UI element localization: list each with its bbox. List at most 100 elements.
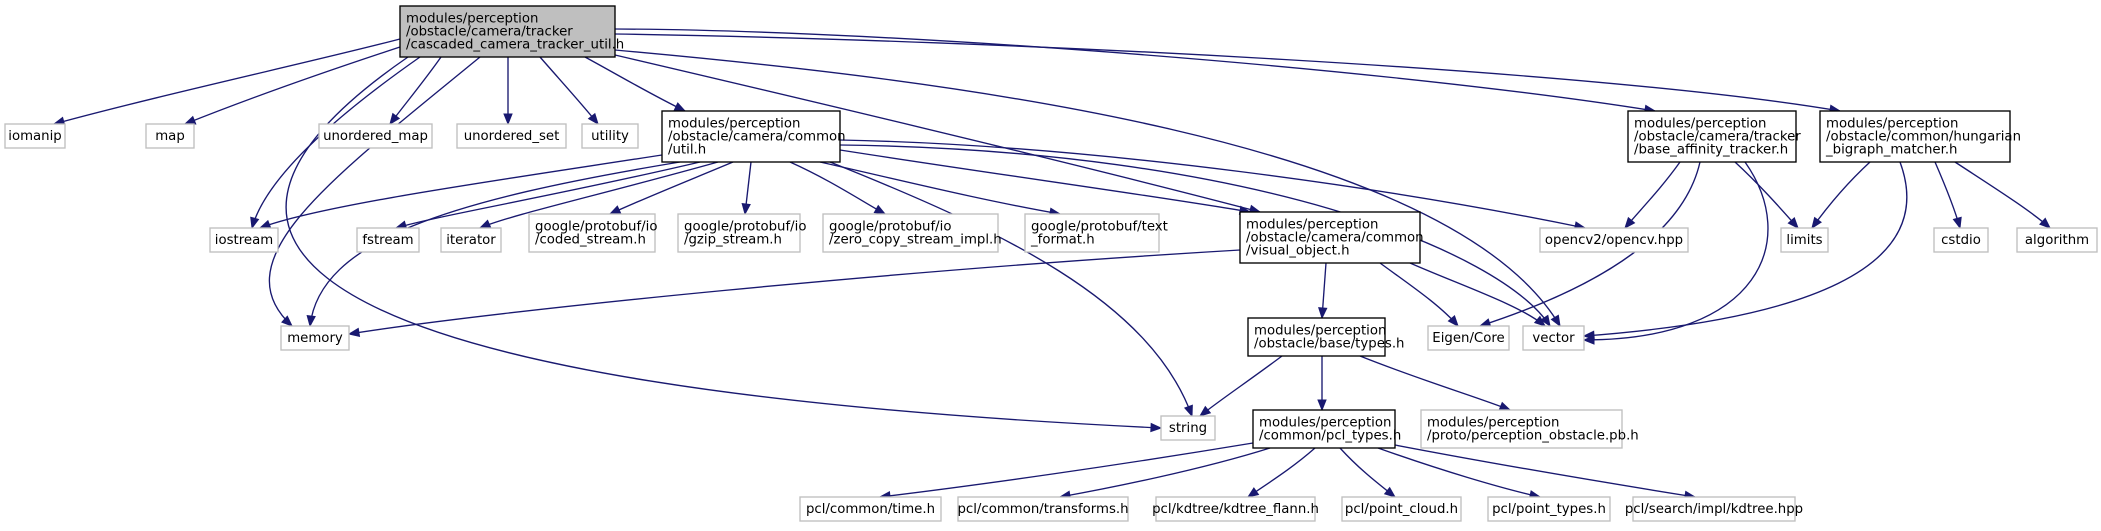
node-coded-stream: google/protobuf/io/coded_stream.h — [528, 213, 657, 253]
edge-line — [285, 56, 1162, 429]
node-box — [1155, 496, 1316, 522]
edge-line — [609, 161, 734, 215]
node-box — [440, 227, 502, 253]
node-box — [1341, 496, 1462, 522]
node-base-affinity-tracker[interactable]: modules/perception/obstacle/camera/track… — [1627, 110, 1801, 163]
node-pcl-types[interactable]: modules/perception/common/pcl_types.h — [1252, 409, 1401, 449]
edge-arrowhead — [1318, 307, 1328, 320]
edge-line — [389, 56, 442, 125]
node-label-line: modules/perception — [668, 117, 800, 132]
edge-line — [839, 144, 1551, 327]
edge-arrowhead — [281, 315, 293, 327]
node-box — [399, 5, 616, 58]
node-label-line: google/protobuf/io — [535, 220, 657, 235]
node-label-line: /cascaded_camera_tracker_util.h — [406, 38, 624, 53]
edge-line — [53, 38, 401, 125]
edge-arrowhead — [1383, 486, 1397, 498]
edge-camera_common_util-to-iterator — [478, 161, 719, 229]
node-label-line: utility — [591, 129, 629, 144]
edge-line — [395, 161, 701, 229]
node-label-line: pcl/point_cloud.h — [1345, 502, 1458, 517]
edge-arrowhead — [1811, 216, 1822, 230]
node-eigen-core: Eigen/Core — [1427, 325, 1510, 351]
edge-camera_common_util-to-gzip_stream — [741, 161, 752, 216]
edge-cascaded_camera_tracker_util-to-utility — [539, 56, 599, 126]
node-label-line: memory — [287, 331, 343, 346]
node-label-line: modules/perception — [1634, 117, 1766, 132]
edge-base_affinity_tracker-to-opencv — [1624, 161, 1681, 230]
edge-line — [1583, 161, 1908, 337]
node-visual-object[interactable]: modules/perception/obstacle/camera/commo… — [1239, 211, 1424, 264]
node-label-line: /obstacle/camera/common — [1246, 231, 1424, 246]
edge-line — [1059, 447, 1271, 498]
node-box — [1627, 110, 1797, 163]
node-iterator: iterator — [440, 227, 502, 253]
node-label-line: /common/pcl_types.h — [1259, 429, 1401, 444]
edge-line — [1199, 355, 1283, 417]
node-base-types[interactable]: modules/perception/obstacle/base/types.h — [1247, 317, 1404, 357]
node-label-line: Eigen/Core — [1432, 331, 1504, 346]
node-label-line: iostream — [215, 233, 273, 248]
edge-arrowhead — [347, 327, 361, 338]
node-box — [661, 110, 841, 163]
node-label-line: /base_affinity_tracker.h — [1634, 143, 1788, 158]
edge-visual_object-to-eigen_core — [1379, 262, 1459, 328]
edge-pcl_types-to-pcl_time — [878, 442, 1254, 501]
node-fstream: fstream — [356, 227, 420, 253]
edge-line — [348, 249, 1241, 335]
node-box — [2016, 227, 2098, 253]
edge-line — [539, 56, 599, 125]
node-string: string — [1160, 415, 1216, 441]
node-box — [1252, 409, 1396, 449]
node-unordered-set: unordered_set — [456, 123, 567, 149]
node-map: map — [145, 123, 195, 149]
edge-arrowhead — [503, 113, 513, 126]
edge-arrowhead — [1183, 404, 1193, 418]
edge-line — [1811, 161, 1871, 229]
edge-base_affinity_tracker-to-limits — [1734, 161, 1799, 230]
node-box — [1933, 227, 1989, 253]
node-label-line: modules/perception — [1826, 117, 1958, 132]
edge-line — [1377, 447, 1541, 498]
edge-line — [829, 161, 1193, 417]
node-box — [799, 496, 942, 522]
node-hungarian-bigraph-matcher[interactable]: modules/perception/obstacle/common/hunga… — [1819, 110, 2021, 163]
node-label-line: modules/perception — [406, 12, 538, 27]
edge-arrowhead — [1550, 314, 1561, 328]
edge-camera_common_util-to-string — [829, 161, 1193, 418]
edge-camera_common_util-to-visual_object — [839, 149, 1252, 215]
node-box — [1420, 409, 1623, 449]
node-label-line: pcl/common/transforms.h — [957, 502, 1128, 517]
edge-base_types-to-pcl_types — [1317, 356, 1327, 412]
node-box — [1539, 227, 1689, 253]
edge-cascaded_camera_tracker_util-to-unordered_set — [503, 57, 513, 126]
edge-line — [614, 54, 1261, 213]
node-label-line: google/protobuf/io — [829, 220, 951, 235]
edge-cascaded_camera_tracker_util-to-iomanip — [52, 38, 401, 126]
edge-cascaded_camera_tracker_util-to-string — [285, 56, 1163, 433]
node-perception-obstacle-pb: modules/perception/proto/perception_obst… — [1420, 409, 1639, 449]
edge-hungarian_bigraph_matcher-to-limits — [1811, 161, 1871, 230]
edge-cascaded_camera_tracker_util-to-hungarian_bigraph_matcher — [614, 33, 1842, 114]
node-point-cloud: pcl/point_cloud.h — [1341, 496, 1462, 522]
edge-visual_object-to-vector — [1409, 262, 1547, 327]
node-cascaded-camera-tracker-util[interactable]: modules/perception/obstacle/camera/track… — [399, 5, 624, 58]
edge-arrowhead — [250, 216, 260, 230]
node-point-types: pcl/point_types.h — [1487, 496, 1611, 522]
node-label-line: limits — [1786, 233, 1822, 248]
edge-line — [1379, 262, 1459, 327]
node-opencv: opencv2/opencv.hpp — [1539, 227, 1689, 253]
node-box — [280, 325, 350, 351]
node-label-line: google/protobuf/text — [1031, 220, 1168, 235]
edge-camera_common_util-to-iostream — [258, 154, 663, 229]
node-camera-common-util[interactable]: modules/perception/obstacle/camera/commo… — [661, 110, 846, 163]
dependency-nodes: modules/perception/obstacle/camera/track… — [4, 5, 2098, 522]
node-text-format: google/protobuf/text_format.h — [1024, 213, 1168, 253]
node-label-line: modules/perception — [1246, 218, 1378, 233]
node-limits: limits — [1780, 227, 1829, 253]
node-label-line: pcl/kdtree/kdtree_flann.h — [1152, 502, 1319, 517]
edge-camera_common_util-to-coded_stream — [608, 161, 734, 215]
node-label-line: modules/perception — [1259, 416, 1391, 431]
edge-camera_common_util-to-zero_copy_stream_impl — [789, 161, 887, 215]
edge-line — [614, 33, 1841, 112]
